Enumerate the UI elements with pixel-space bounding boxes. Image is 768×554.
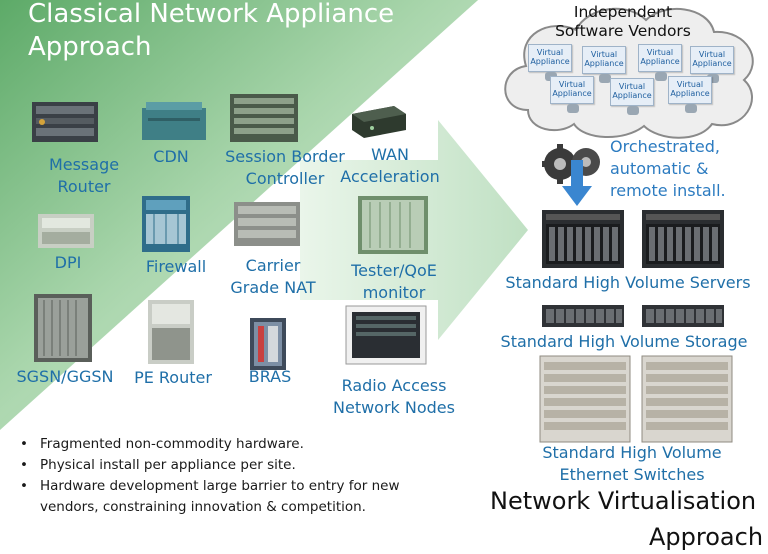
ethernet-switch-image (641, 355, 733, 443)
ethernet-switch-image (539, 355, 631, 443)
pe-router-label: PE Router (134, 368, 212, 387)
bullet-item: Fragmented non-commodity hardware. (18, 434, 438, 455)
network-virtualisation-title: Network Virtualisation (490, 487, 757, 515)
gears-icon (542, 144, 600, 184)
dpi-image (38, 214, 94, 248)
firewall-image (142, 196, 190, 252)
wan-acceleration-image (352, 106, 406, 138)
carrier-grade-nat-image (234, 202, 300, 246)
bras-image (250, 318, 286, 370)
sgsn-ggsn-label: SGSN/GGSN (16, 367, 114, 386)
bras-label: BRAS (248, 367, 292, 386)
classical-approach-title: Classical Network Appliance Approach (28, 0, 395, 62)
dpi-label: DPI (54, 253, 82, 272)
storage-array-image (542, 305, 624, 327)
network-virtualisation-title-line2: Approach (649, 523, 764, 551)
bullet-item: Physical install per appliance per site. (18, 455, 438, 476)
message-router-image (32, 102, 98, 142)
bullet-item-continuation: vendors, constraining innovation & compe… (40, 499, 366, 515)
server-chassis-image (542, 210, 624, 268)
classical-approach-bullets: Fragmented non-commodity hardware. Physi… (18, 434, 438, 518)
servers-label: Standard High Volume Servers (505, 273, 751, 292)
cdn-image (142, 102, 206, 140)
storage-array-image (642, 305, 724, 327)
cdn-label: CDN (153, 147, 189, 166)
firewall-label: Firewall (145, 257, 207, 276)
install-down-arrow-icon (562, 160, 592, 206)
tester-qoe-monitor-image (358, 196, 428, 254)
radio-access-network-nodes-image (345, 305, 427, 365)
server-chassis-image (642, 210, 724, 268)
orchestrated-install-label: Orchestrated,automatic &remote install. (610, 137, 726, 200)
session-border-controller-image (230, 94, 298, 142)
bullet-item: Hardware development large barrier to en… (18, 476, 438, 497)
storage-label: Standard High Volume Storage (500, 332, 748, 351)
pe-router-image (148, 300, 194, 364)
sgsn-ggsn-image (34, 294, 92, 362)
